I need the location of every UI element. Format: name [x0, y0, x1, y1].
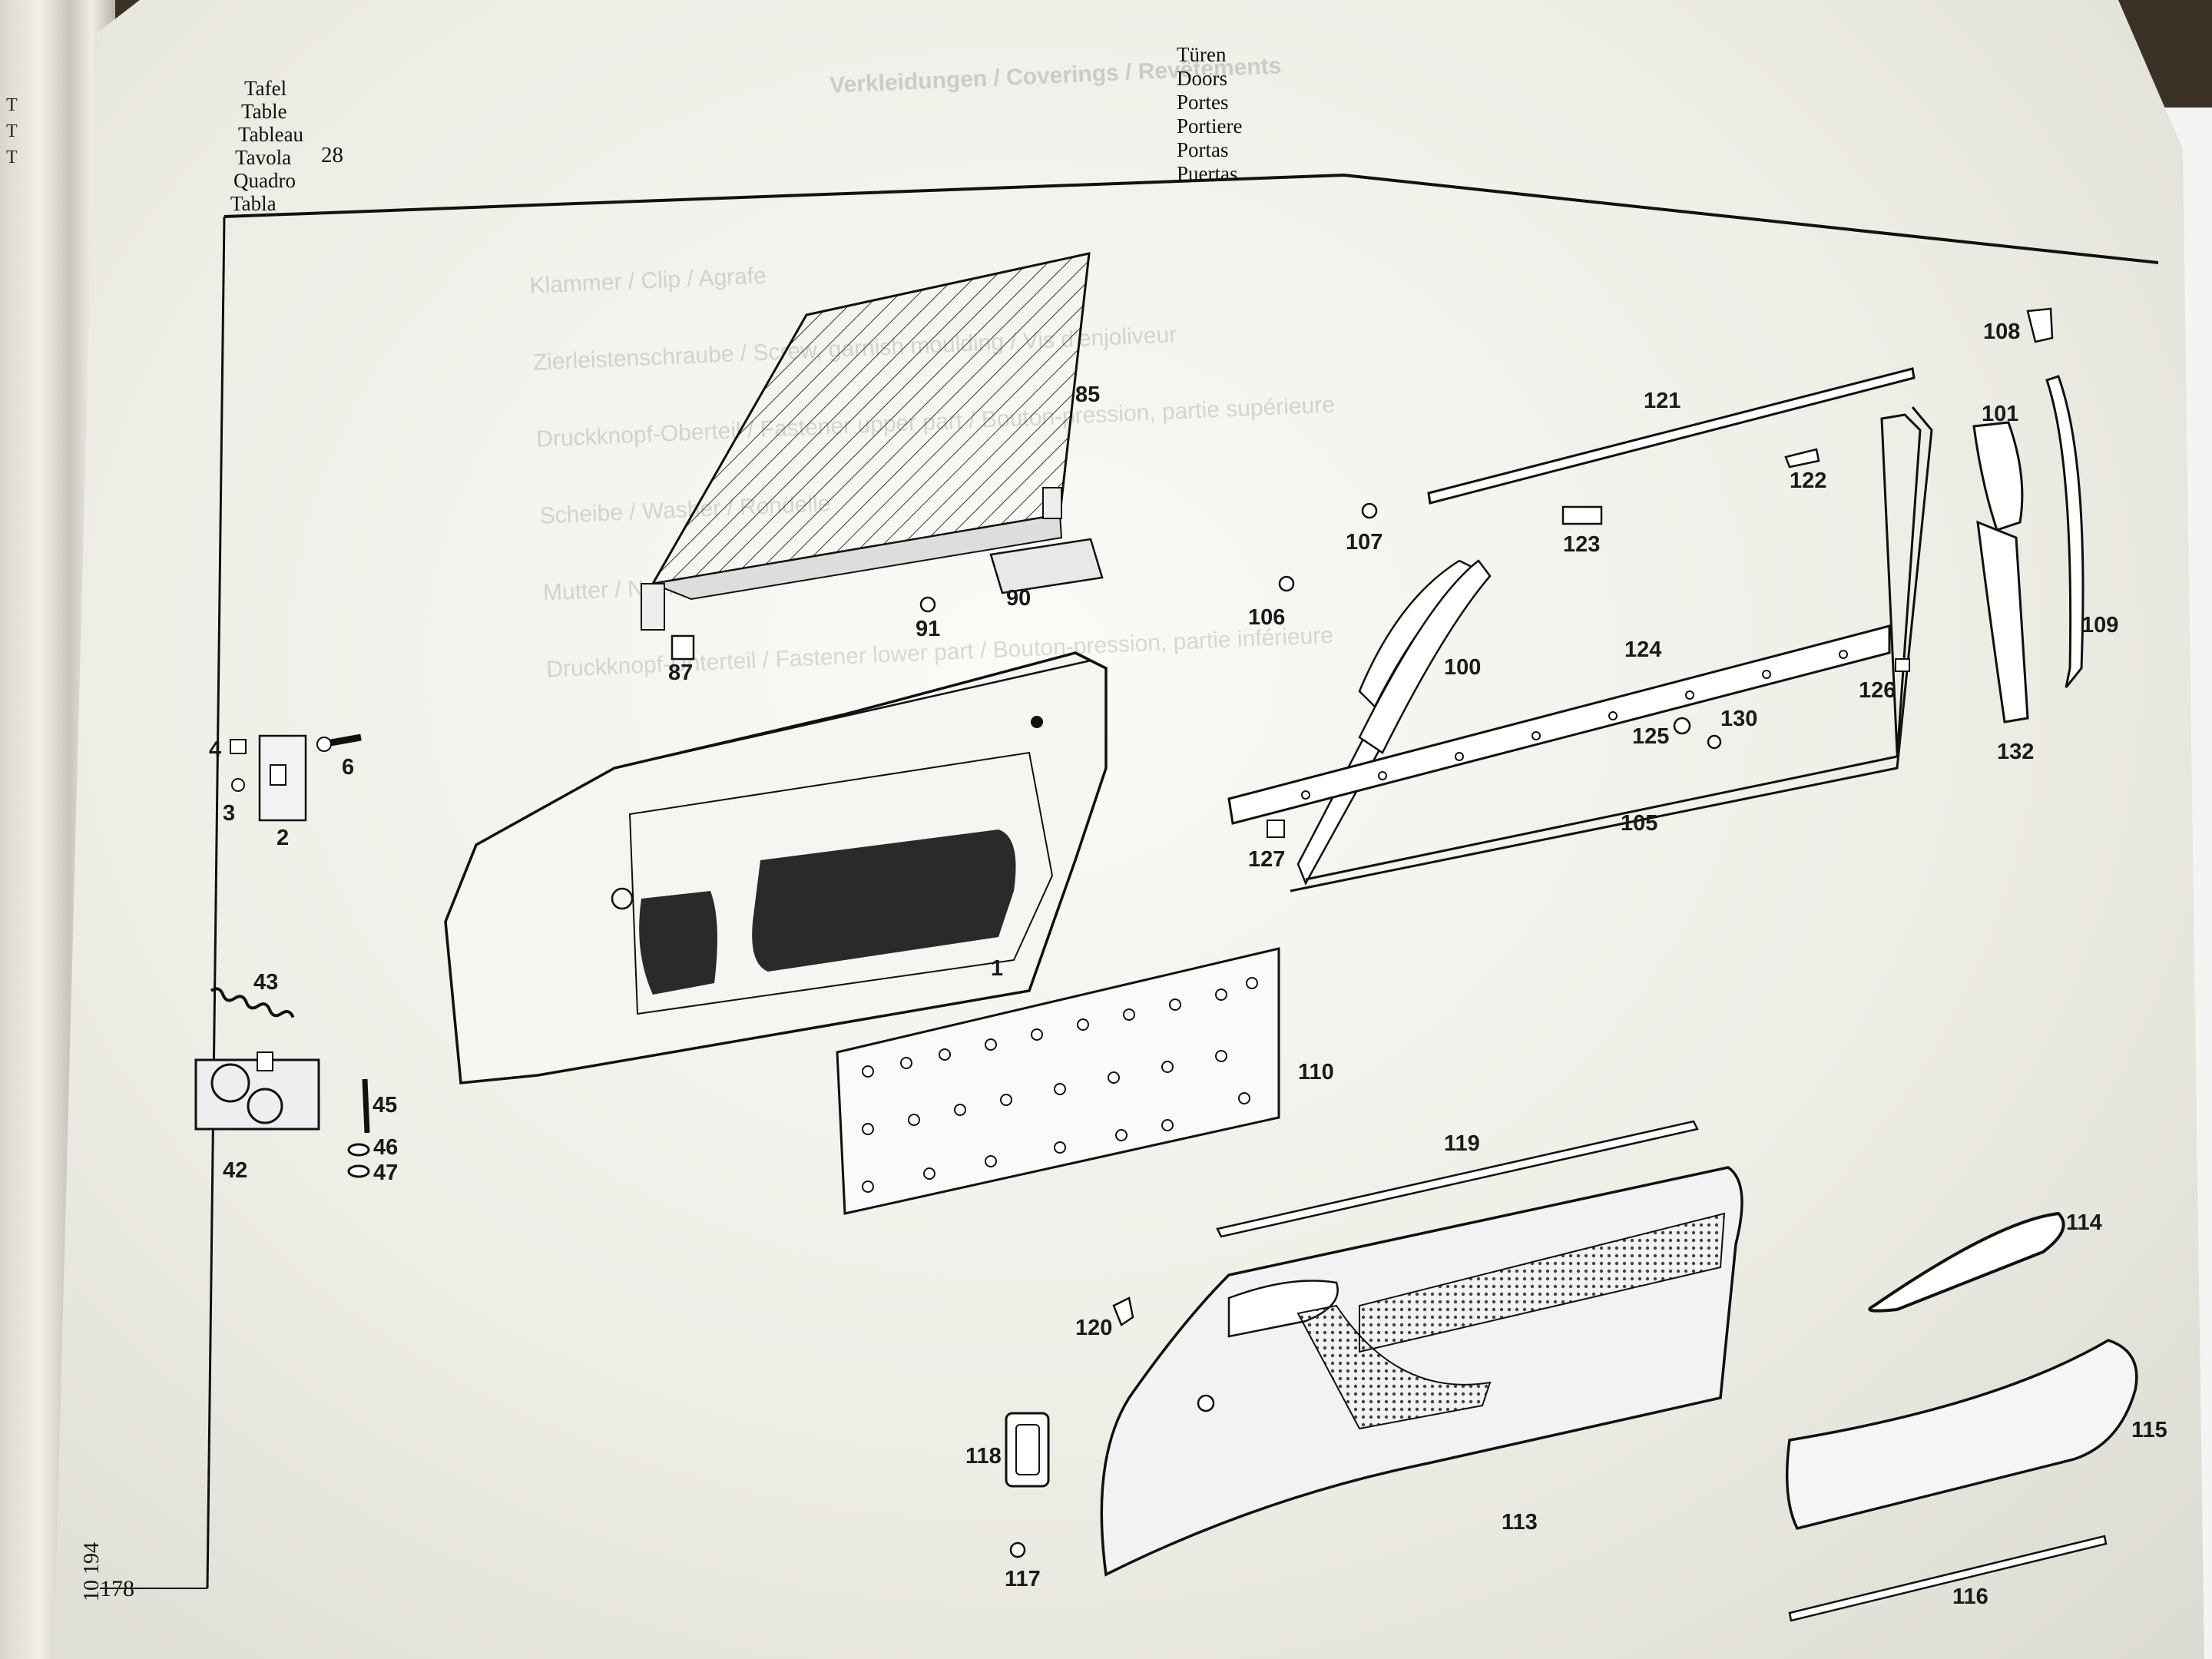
seal-109 — [2045, 375, 2085, 688]
callout-119: 119 — [1444, 1131, 1480, 1156]
table-label: Tafel — [244, 77, 287, 100]
callout-47: 47 — [373, 1161, 399, 1185]
retainer-strip-116 — [1788, 1535, 2108, 1622]
callout-108: 108 — [1983, 320, 2021, 344]
callout-43: 43 — [253, 970, 279, 995]
title-word: Portiere — [1177, 114, 1243, 137]
diagram-frame — [224, 173, 2159, 264]
clip-126 — [1895, 658, 1910, 672]
callout-105: 105 — [1621, 811, 1658, 836]
window-stop-90 — [989, 538, 1104, 594]
frame-left-edge — [206, 216, 226, 1589]
bolt-6 — [316, 733, 362, 752]
door-pocket-115 — [1785, 1339, 2138, 1531]
callout-4: 4 — [209, 737, 222, 762]
callout-3: 3 — [223, 801, 236, 826]
callout-121: 121 — [1644, 389, 1681, 413]
clip-123 — [1561, 505, 1603, 525]
washer-46 — [347, 1143, 370, 1157]
clip-87 — [671, 634, 695, 661]
table-label: Tabla — [230, 192, 276, 215]
clip-125 — [1673, 717, 1691, 735]
callout-113: 113 — [1502, 1510, 1538, 1535]
callout-118: 118 — [965, 1444, 1002, 1469]
screw-91 — [919, 596, 936, 613]
callout-110: 110 — [1298, 1060, 1334, 1084]
catalog-page — [54, 0, 2204, 1659]
callout-123: 123 — [1563, 532, 1601, 557]
pin-45 — [362, 1078, 370, 1134]
callout-101: 101 — [1982, 402, 2019, 426]
clip-130 — [1707, 734, 1722, 750]
callout-2: 2 — [276, 826, 290, 850]
callout-114: 114 — [2066, 1210, 2102, 1235]
table-label: Table — [241, 100, 287, 123]
clip-107 — [1361, 502, 1378, 519]
hinge-2 — [258, 734, 307, 822]
callout-122: 122 — [1790, 469, 1827, 493]
page-number: 178 — [100, 1576, 134, 1601]
callout-115: 115 — [2131, 1418, 2167, 1442]
table-number: 28 — [321, 143, 343, 167]
screw-4 — [230, 739, 247, 754]
trim-panel-113 — [1100, 1166, 1743, 1577]
cover-101 — [1972, 421, 2024, 531]
clip-127 — [1267, 820, 1285, 838]
callout-132: 132 — [1997, 740, 2035, 764]
table-label: Quadro — [233, 169, 296, 192]
callout-120: 120 — [1075, 1316, 1113, 1340]
callout-107: 107 — [1346, 530, 1383, 555]
handle-surround-114 — [1868, 1211, 2065, 1313]
escutcheon-118 — [1005, 1412, 1050, 1488]
panel-132 — [1976, 520, 2029, 724]
spring-43 — [210, 987, 295, 1018]
sill-moulding-119 — [1216, 1120, 1699, 1238]
table-label: Tavola — [235, 146, 292, 169]
callout-127: 127 — [1248, 847, 1286, 872]
callout-100: 100 — [1444, 655, 1482, 680]
table-label-block: Tafel Table Tableau Tavola Quadro Tabla — [230, 77, 303, 215]
callout-6: 6 — [342, 755, 355, 780]
window-glass-85 — [641, 252, 1091, 631]
callout-116: 116 — [1952, 1584, 1988, 1609]
sill-strip-124 — [1227, 624, 1891, 825]
door-check-42 — [194, 1051, 320, 1131]
callout-130: 130 — [1720, 707, 1758, 731]
callout-42: 42 — [223, 1158, 248, 1183]
clip-108 — [2026, 307, 2054, 343]
callout-87: 87 — [668, 661, 694, 685]
door-shell-1 — [444, 651, 1108, 1084]
screw-3 — [231, 778, 245, 792]
callout-91: 91 — [916, 617, 941, 641]
reference-number: 10 194 — [80, 1542, 104, 1601]
callout-85: 85 — [1075, 382, 1101, 407]
insulating-panel-110 — [836, 947, 1280, 1215]
cover-strip-100 — [1358, 559, 1492, 754]
title-word: Doors — [1177, 67, 1227, 90]
washer-47 — [347, 1164, 370, 1178]
callout-45: 45 — [373, 1093, 398, 1118]
plug-117 — [1009, 1541, 1026, 1558]
title-word: Portas — [1177, 138, 1229, 161]
callout-117: 117 — [1005, 1567, 1041, 1591]
callout-46: 46 — [373, 1135, 399, 1160]
table-label: Tableau — [238, 123, 304, 146]
callout-125: 125 — [1632, 724, 1670, 749]
callout-124: 124 — [1624, 637, 1662, 662]
title-word: Portes — [1177, 91, 1229, 114]
callout-106: 106 — [1248, 605, 1286, 630]
moulding-121 — [1427, 367, 1916, 505]
title-word: Türen — [1177, 43, 1227, 66]
callout-90: 90 — [1006, 586, 1031, 611]
clip-120 — [1112, 1296, 1134, 1326]
clip-106 — [1278, 575, 1295, 592]
callout-109: 109 — [2081, 613, 2119, 637]
callout-1: 1 — [991, 956, 1004, 981]
section-title: Türen Doors Portes Portiere Portas Puert… — [1177, 43, 1242, 186]
clip-122 — [1784, 448, 1820, 469]
callout-126: 126 — [1859, 678, 1896, 703]
